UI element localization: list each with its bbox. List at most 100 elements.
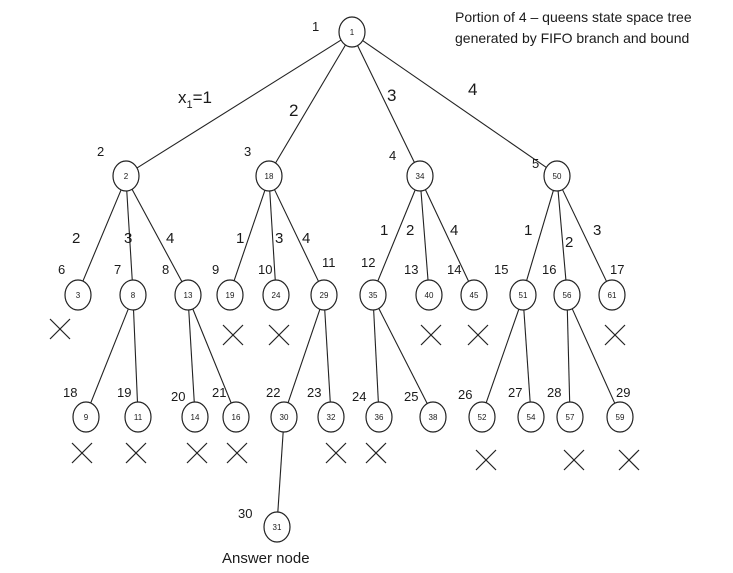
node-circle — [181, 401, 209, 433]
node-circle — [359, 279, 387, 311]
node-number: 52 — [478, 413, 487, 422]
node-circle — [415, 279, 443, 311]
edge-29-32 — [324, 309, 331, 403]
edge-29-30 — [287, 308, 321, 404]
tree-node-59: 59 — [606, 401, 634, 433]
edge-50-61 — [561, 188, 608, 283]
kill-mark-59 — [618, 449, 640, 471]
generation-order-14: 20 — [171, 389, 185, 404]
tree-node-61: 61 — [598, 279, 626, 311]
edge-18-24 — [269, 190, 276, 281]
generation-order-38: 25 — [404, 389, 418, 404]
generation-order-45: 14 — [447, 262, 461, 277]
tree-node-24: 24 — [262, 279, 290, 311]
edge-51-54 — [523, 309, 531, 403]
edge-34-35 — [377, 189, 416, 282]
node-circle — [406, 160, 434, 192]
kill-mark-45 — [467, 324, 489, 346]
edge-1-50 — [361, 39, 548, 169]
kill-stroke — [268, 324, 290, 346]
kill-stroke — [604, 324, 626, 346]
generation-order-36: 24 — [352, 389, 366, 404]
answer-node-label: Answer node — [222, 550, 310, 567]
tree-node-16: 16 — [222, 401, 250, 433]
node-number: 31 — [273, 523, 282, 532]
edge-34-40 — [420, 190, 429, 281]
node-number: 50 — [553, 172, 562, 181]
generation-order-40: 13 — [404, 262, 418, 277]
node-circle — [263, 511, 291, 543]
edge-51-52 — [485, 308, 520, 404]
tree-node-40: 40 — [415, 279, 443, 311]
edge-label-13: 4 — [166, 230, 174, 247]
generation-order-32: 23 — [307, 385, 321, 400]
node-number: 51 — [519, 291, 528, 300]
tree-node-14: 14 — [181, 401, 209, 433]
node-circle — [365, 401, 393, 433]
edge-label-19: 1 — [236, 230, 244, 247]
kill-mark-52 — [475, 449, 497, 471]
generation-order-11: 19 — [117, 385, 131, 400]
node-circle — [317, 401, 345, 433]
edge-label-24: 3 — [275, 230, 283, 247]
kill-mark-3 — [49, 318, 71, 340]
node-number: 54 — [527, 413, 536, 422]
kill-stroke — [563, 449, 585, 471]
tree-node-36: 36 — [365, 401, 393, 433]
generation-order-8: 7 — [114, 262, 121, 277]
tree-node-38: 38 — [419, 401, 447, 433]
node-number: 14 — [191, 413, 200, 422]
tree-node-29: 29 — [310, 279, 338, 311]
generation-order-13: 8 — [162, 262, 169, 277]
node-number: 3 — [76, 291, 81, 300]
generation-order-31: 30 — [238, 506, 252, 521]
tree-node-31: 31 — [263, 511, 291, 543]
generation-order-56: 16 — [542, 262, 556, 277]
node-circle — [112, 160, 140, 192]
edge-18-29 — [273, 188, 320, 283]
node-circle — [119, 279, 147, 311]
node-number: 36 — [375, 413, 384, 422]
node-number: 34 — [416, 172, 425, 181]
kill-stroke — [125, 442, 147, 464]
node-number: 1 — [350, 28, 355, 37]
kill-mark-36 — [365, 442, 387, 464]
node-number: 30 — [280, 413, 289, 422]
generation-order-34: 4 — [389, 148, 396, 163]
edge-label-34: 3 — [387, 86, 396, 105]
edge-8-11 — [132, 309, 139, 403]
node-number: 59 — [616, 413, 625, 422]
generation-order-18: 3 — [244, 144, 251, 159]
generation-order-24: 10 — [258, 262, 272, 277]
edge-label-18: 2 — [289, 101, 298, 120]
tree-node-2: 2 — [112, 160, 140, 192]
tree-node-35: 35 — [359, 279, 387, 311]
kill-mark-11 — [125, 442, 147, 464]
node-number: 19 — [226, 291, 235, 300]
node-number: 32 — [327, 413, 336, 422]
tree-node-51: 51 — [509, 279, 537, 311]
edge-label-subscript: 1 — [187, 99, 193, 111]
kill-mark-40 — [420, 324, 442, 346]
node-number: 56 — [563, 291, 572, 300]
kill-stroke — [49, 318, 71, 340]
node-number: 16 — [232, 413, 241, 422]
tree-node-54: 54 — [517, 401, 545, 433]
edge-1-2 — [136, 39, 342, 169]
edge-label-61: 3 — [593, 222, 601, 239]
edges-layer — [82, 39, 616, 513]
tree-node-34: 34 — [406, 160, 434, 192]
generation-order-3: 6 — [58, 262, 65, 277]
edge-35-36 — [373, 309, 379, 403]
node-circle — [468, 401, 496, 433]
generation-order-16: 21 — [212, 385, 226, 400]
node-circle — [270, 401, 298, 433]
generation-order-35: 12 — [361, 255, 375, 270]
node-number: 13 — [184, 291, 193, 300]
tree-node-8: 8 — [119, 279, 147, 311]
edge-label-value: =1 — [193, 88, 212, 107]
kill-mark-16 — [226, 442, 248, 464]
edge-18-19 — [233, 189, 266, 282]
kill-stroke — [420, 324, 442, 346]
node-circle — [174, 279, 202, 311]
